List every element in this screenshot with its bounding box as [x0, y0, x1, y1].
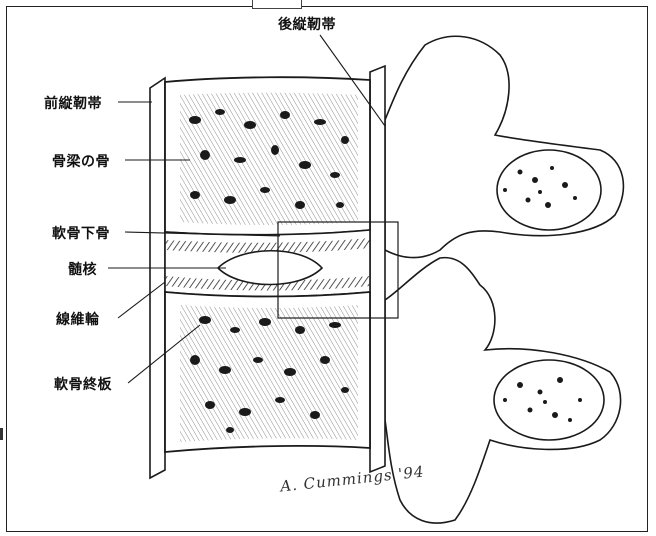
label-annulus-fibrosus: 線維輪 — [56, 309, 100, 329]
upper-vertebral-body — [165, 77, 370, 235]
lower-vertebral-body — [165, 292, 370, 452]
label-posterior-longitudinal-ligament: 後縦靭帯 — [278, 14, 336, 34]
posterior-elements — [385, 36, 623, 523]
intervertebral-disc — [165, 230, 370, 297]
label-nucleus-pulposus: 髄核 — [68, 259, 97, 279]
label-subchondral-bone: 軟骨下骨 — [52, 223, 110, 243]
label-anterior-longitudinal-ligament: 前縦靭帯 — [44, 93, 102, 113]
label-cartilage-endplate: 軟骨終板 — [54, 374, 112, 394]
label-trabecular-bone: 骨梁の骨 — [52, 151, 110, 171]
